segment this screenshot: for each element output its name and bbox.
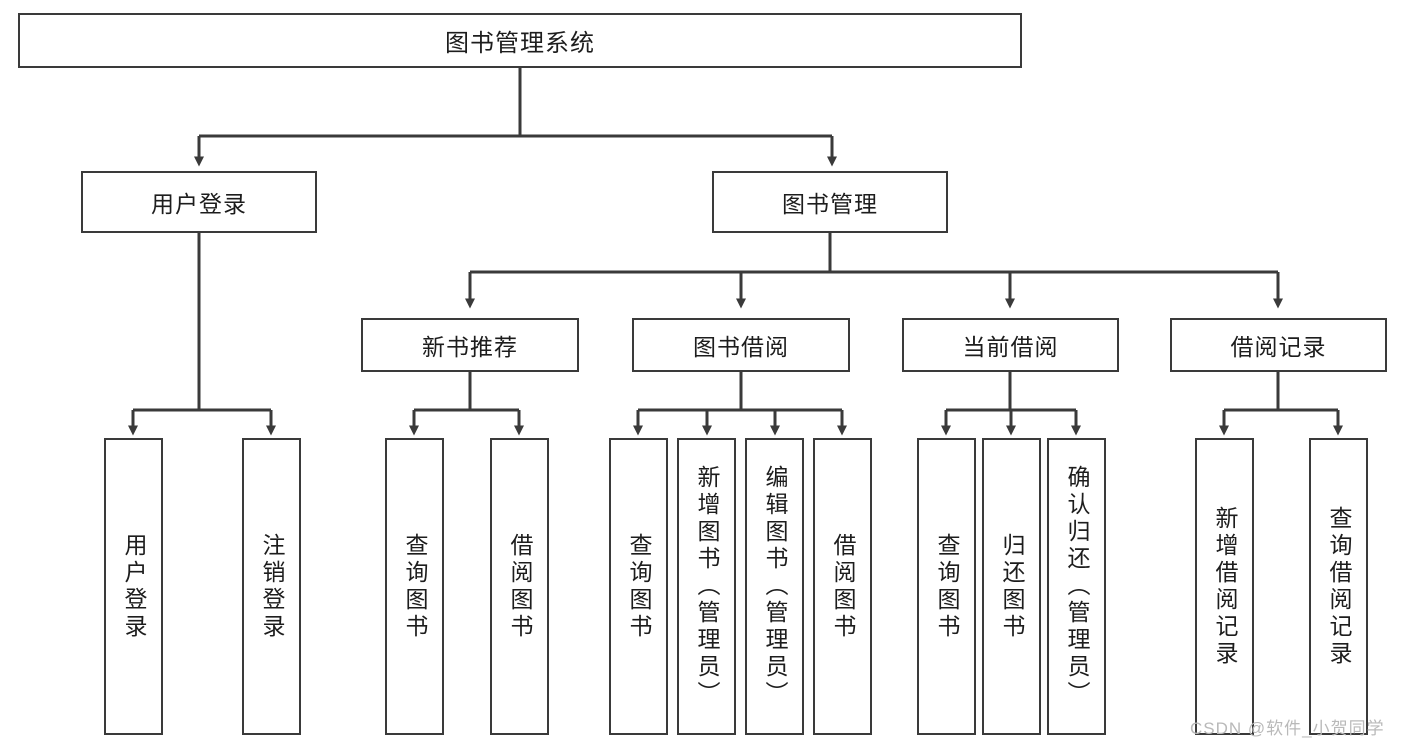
- node-label: 图书管理: [782, 191, 878, 217]
- node-label: 编辑图书（管理员）: [762, 465, 788, 708]
- node-label: 用户登录: [121, 532, 147, 641]
- leaf-borrow-edit-book-admin[interactable]: 编辑图书（管理员）: [745, 438, 804, 735]
- node-label: 查询借阅记录: [1326, 505, 1352, 668]
- leaf-borrow-borrow-book[interactable]: 借阅图书: [813, 438, 872, 735]
- node-label: 借阅记录: [1230, 334, 1327, 360]
- node-label: 图书管理系统: [445, 30, 595, 57]
- node-label: 查询图书: [626, 532, 652, 641]
- node-borrow-record[interactable]: 借阅记录: [1170, 318, 1387, 372]
- csdn-watermark: CSDN @软件_小贺同学: [1190, 719, 1385, 738]
- leaf-current-query-book[interactable]: 查询图书: [917, 438, 976, 735]
- node-label: 当前借阅: [962, 334, 1059, 360]
- node-label: 用户登录: [151, 191, 247, 217]
- node-label: 新书推荐: [422, 334, 518, 360]
- node-book-management[interactable]: 图书管理: [712, 171, 948, 233]
- node-user-login[interactable]: 用户登录: [81, 171, 317, 233]
- leaf-record-add-record[interactable]: 新增借阅记录: [1195, 438, 1254, 735]
- node-root-system[interactable]: 图书管理系统: [18, 13, 1022, 68]
- leaf-current-confirm-return-admin[interactable]: 确认归还（管理员）: [1047, 438, 1106, 735]
- leaf-borrow-query-book[interactable]: 查询图书: [609, 438, 668, 735]
- leaf-user-login-signin[interactable]: 用户登录: [104, 438, 163, 735]
- leaf-user-login-signout[interactable]: 注销登录: [242, 438, 301, 735]
- node-label: 借阅图书: [830, 532, 856, 641]
- leaf-borrow-add-book-admin[interactable]: 新增图书（管理员）: [677, 438, 736, 735]
- node-label: 确认归还（管理员）: [1064, 465, 1090, 708]
- leaf-current-return-book[interactable]: 归还图书: [982, 438, 1041, 735]
- node-label: 新增图书（管理员）: [694, 465, 720, 708]
- node-current-borrow[interactable]: 当前借阅: [902, 318, 1119, 372]
- node-label: 新增借阅记录: [1212, 505, 1238, 668]
- leaf-recommend-query-book[interactable]: 查询图书: [385, 438, 444, 735]
- leaf-recommend-borrow-book[interactable]: 借阅图书: [490, 438, 549, 735]
- node-label: 查询图书: [402, 532, 428, 641]
- node-label: 注销登录: [259, 532, 285, 641]
- node-label: 查询图书: [934, 532, 960, 641]
- node-new-book-recommend[interactable]: 新书推荐: [361, 318, 579, 372]
- node-label: 归还图书: [999, 532, 1025, 641]
- leaf-record-query-record[interactable]: 查询借阅记录: [1309, 438, 1368, 735]
- node-label: 图书借阅: [693, 334, 789, 360]
- node-label: 借阅图书: [507, 532, 533, 641]
- node-book-borrow[interactable]: 图书借阅: [632, 318, 850, 372]
